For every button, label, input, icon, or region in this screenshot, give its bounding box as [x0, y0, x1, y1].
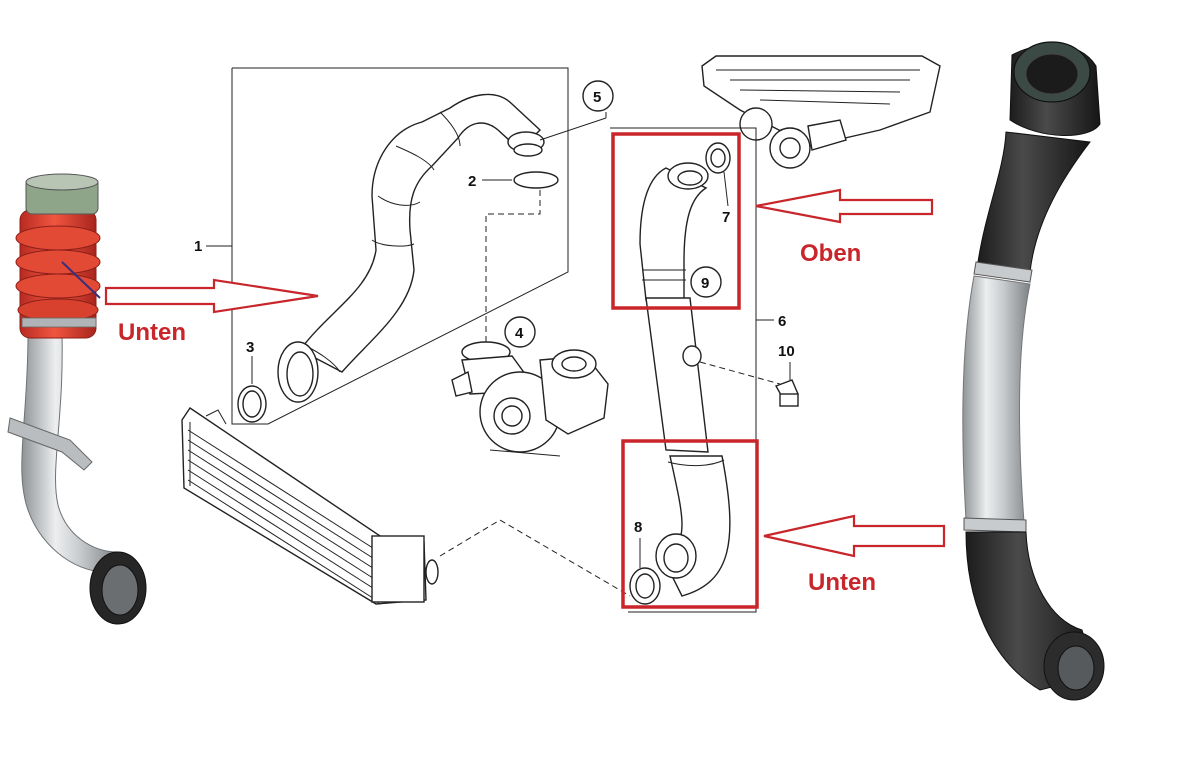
hose-assembly-6 [610, 127, 799, 613]
callout-9: 9 [701, 275, 709, 292]
callout-5: 5 [593, 89, 601, 106]
arrow-right-oben [755, 188, 934, 224]
callout-6: 6 [778, 313, 786, 330]
turbocharger-4 [451, 316, 609, 457]
highlight-lower-box [621, 439, 759, 609]
arrow-right-unten [763, 514, 946, 558]
label-unten-right: Unten [808, 569, 876, 596]
callout-4: 4 [515, 325, 524, 342]
callout-3: 3 [246, 339, 254, 356]
callout-2: 2 [468, 173, 476, 190]
left-pipe-photo [7, 173, 147, 625]
highlight-upper-box [611, 132, 741, 310]
label-unten-left: Unten [118, 319, 186, 346]
engine-intake [701, 55, 941, 169]
intercooler [181, 407, 631, 605]
callout-8: 8 [634, 519, 642, 536]
arrow-left-unten [104, 278, 319, 314]
callout-1: 1 [194, 238, 202, 255]
callout-7: 7 [722, 209, 730, 226]
callout-10: 10 [778, 343, 795, 360]
right-hose-photo [962, 41, 1105, 701]
hose-assembly-1 [206, 67, 614, 425]
label-oben-right: Oben [800, 240, 861, 267]
